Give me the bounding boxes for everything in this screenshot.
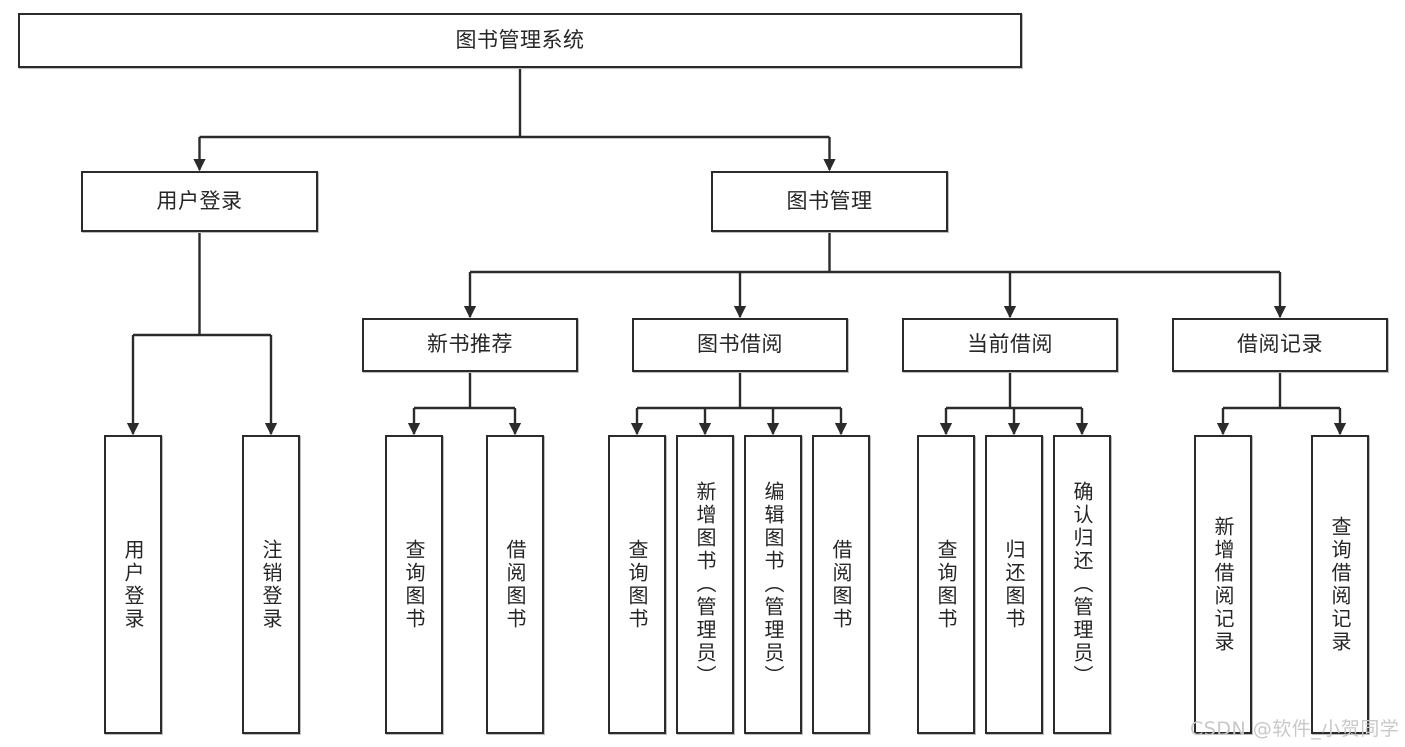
- node-label: 新增图书（管理员）: [693, 481, 717, 688]
- node-label: 查询图书: [625, 538, 649, 631]
- node-leaf-query-book-3[interactable]: 查询图书: [917, 435, 975, 734]
- node-book-manage[interactable]: 图书管理: [711, 171, 948, 232]
- node-label: 新书推荐: [427, 332, 513, 357]
- node-label: 查询图书: [402, 538, 426, 631]
- node-label: 图书管理: [786, 188, 873, 213]
- node-leaf-add-record[interactable]: 新增借阅记录: [1194, 435, 1252, 734]
- node-leaf-query-book-1[interactable]: 查询图书: [385, 435, 443, 734]
- node-book-borrow[interactable]: 图书借阅: [632, 318, 848, 372]
- csdn-watermark: CSDN @软件_小贺同学: [1190, 718, 1400, 740]
- node-label: 图书借阅: [697, 332, 783, 357]
- node-label: 确认归还（管理员）: [1070, 481, 1094, 688]
- node-label: 借阅图书: [503, 538, 527, 631]
- node-leaf-logout[interactable]: 注销登录: [242, 435, 300, 734]
- node-root[interactable]: 图书管理系统: [18, 13, 1022, 68]
- node-label: 借阅图书: [829, 538, 853, 631]
- node-label: 新增借阅记录: [1211, 515, 1235, 654]
- node-label: 用户登录: [156, 188, 243, 213]
- node-leaf-user-login[interactable]: 用户登录: [104, 435, 162, 734]
- node-leaf-confirm-return[interactable]: 确认归还（管理员）: [1053, 435, 1111, 734]
- node-label: 图书管理系统: [455, 27, 585, 52]
- node-label: 用户登录: [121, 538, 145, 631]
- node-label: 注销登录: [259, 538, 283, 631]
- node-label: 当前借阅: [967, 332, 1053, 357]
- node-new-book-recommend[interactable]: 新书推荐: [362, 318, 578, 372]
- node-leaf-borrow-book-2[interactable]: 借阅图书: [812, 435, 870, 734]
- node-label: 归还图书: [1002, 538, 1026, 631]
- node-label: 查询借阅记录: [1328, 515, 1352, 654]
- node-leaf-borrow-book-1[interactable]: 借阅图书: [486, 435, 544, 734]
- node-leaf-edit-book[interactable]: 编辑图书（管理员）: [744, 435, 802, 734]
- node-leaf-return-book[interactable]: 归还图书: [985, 435, 1043, 734]
- node-label: 查询图书: [934, 538, 958, 631]
- node-leaf-add-book[interactable]: 新增图书（管理员）: [676, 435, 734, 734]
- node-leaf-query-record[interactable]: 查询借阅记录: [1311, 435, 1369, 734]
- node-label: 编辑图书（管理员）: [761, 481, 785, 688]
- node-current-borrow[interactable]: 当前借阅: [902, 318, 1118, 372]
- node-label: 借阅记录: [1237, 332, 1323, 357]
- node-user-login[interactable]: 用户登录: [81, 171, 318, 232]
- node-borrow-record[interactable]: 借阅记录: [1172, 318, 1388, 372]
- node-leaf-query-book-2[interactable]: 查询图书: [608, 435, 666, 734]
